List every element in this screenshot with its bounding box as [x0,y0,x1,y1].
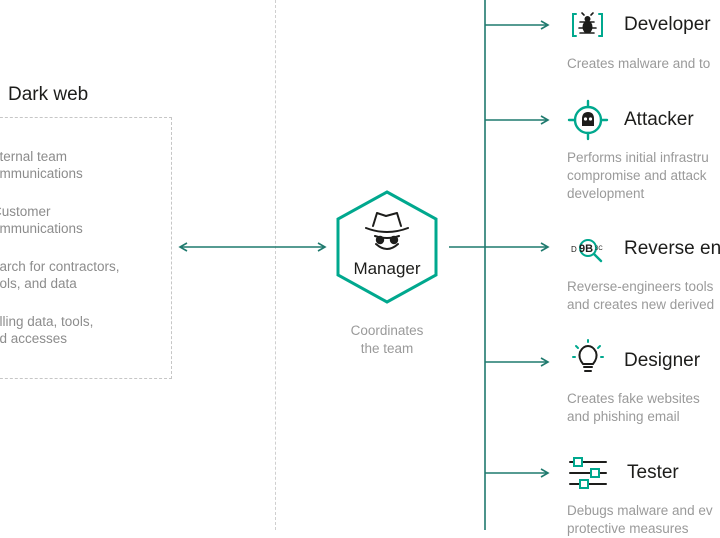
dark-web-item-selling: elling data, tools, nd accesses [0,314,94,346]
dark-web-title: Dark web [8,84,89,105]
code-magnifier-icon: D 9B 3C [571,239,603,263]
role-desc-attacker: Performs initial infrastru compromise an… [567,150,709,201]
role-desc-developer: Creates malware and to [567,56,711,71]
spy-icon [365,212,409,250]
role-desc-reverse-engineer: Reverse-engineers tools and creates new … [567,279,715,312]
dark-web-box [0,117,172,379]
svg-text:9B: 9B [579,243,593,255]
role-desc-designer: Creates fake websites and phishing email [567,391,700,424]
manager-caption: Coordinates the team [350,323,424,356]
bug-icon [572,12,603,37]
skull-target-icon [567,99,609,141]
dark-web-item-contractors: earch for contractors, ools, and data [0,259,120,291]
svg-text:D: D [571,245,577,254]
svg-text:3C: 3C [595,246,603,252]
manager-hexagon [336,190,438,304]
role-title-designer: Designer [624,350,701,371]
dark-web-item-customer: Customer ommunications [0,204,83,236]
dark-web-item-internal: nternal team ommunications [0,149,83,181]
role-title-attacker: Attacker [624,109,694,130]
section-divider [275,0,276,530]
manager-label: Manager [353,259,421,278]
lightbulb-icon [572,339,604,372]
role-title-developer: Developer [624,14,711,35]
sliders-icon [569,457,607,489]
role-desc-tester: Debugs malware and ev protective measure… [567,503,713,536]
role-title-tester: Tester [627,462,679,483]
role-title-reverse-engineer: Reverse en [624,238,720,259]
